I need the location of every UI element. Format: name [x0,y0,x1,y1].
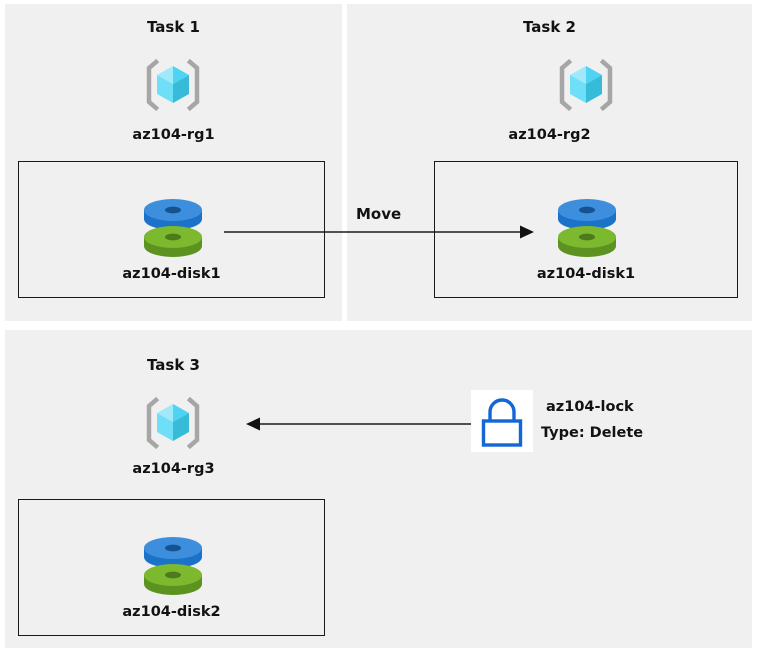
move-arrow [224,225,534,239]
lock-type-label: Type: Delete [541,425,644,441]
task1-disk-label: az104-disk1 [122,266,221,282]
task3-rg-label: az104-rg3 [132,461,215,477]
task2-disk-label: az104-disk1 [536,266,636,282]
task2-rg-label: az104-rg2 [508,127,591,143]
managed-disk-icon [136,534,210,598]
task1-title: Task 1 [147,18,200,36]
resource-group-cube-icon [142,54,204,116]
task1-rg-label: az104-rg1 [132,127,215,143]
resource-group-cube-icon [555,54,617,116]
lock-name-label: az104-lock [546,399,634,415]
resource-group-cube-icon [142,392,204,454]
task3-title: Task 3 [147,356,200,374]
task3-disk-label: az104-disk2 [122,604,221,620]
panel-task1 [5,4,342,321]
move-arrow-label: Move [356,205,402,223]
task3-resource-box [18,499,325,636]
lock-arrow [246,417,471,431]
panel-task2 [347,4,752,321]
panel-task3 [5,330,752,648]
task2-title: Task 2 [523,18,576,36]
managed-disk-icon [550,196,624,260]
padlock-icon [471,390,533,452]
task1-resource-box [18,161,325,298]
managed-disk-icon [136,196,210,260]
task2-resource-box [434,161,738,298]
